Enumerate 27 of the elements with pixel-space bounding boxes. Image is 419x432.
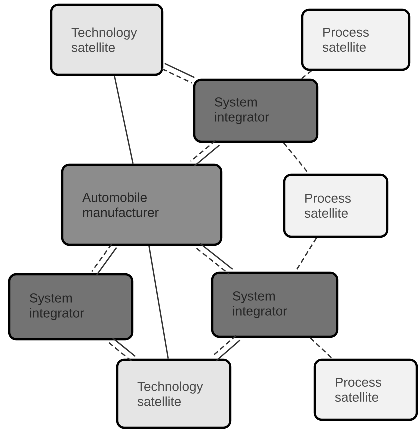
connector-line <box>108 342 132 362</box>
rounded-box: Automobile manufacturer <box>61 164 223 246</box>
rounded-box: System integrator <box>211 272 339 338</box>
connector-line <box>212 335 237 358</box>
rounded-box: Technology satellite <box>50 4 164 76</box>
connector-line <box>92 244 112 272</box>
connector-line <box>310 338 334 360</box>
rounded-box: Technology satellite <box>116 358 232 430</box>
connector-line <box>194 144 220 167</box>
connector-line <box>162 68 192 84</box>
rounded-box: Process satellite <box>283 174 389 238</box>
rounded-box: System integrator <box>8 273 134 341</box>
rounded-box: Process satellite <box>314 358 418 422</box>
connector-line <box>96 247 118 276</box>
connector-line <box>301 70 312 80</box>
rounded-box: System integrator <box>193 78 319 144</box>
connector-line <box>196 248 230 275</box>
connector-line <box>112 338 136 358</box>
connector-line <box>216 340 241 362</box>
connector-line <box>164 63 195 78</box>
connector-line <box>200 243 234 270</box>
connector-line <box>283 142 310 174</box>
rounded-box: Process satellite <box>301 8 411 72</box>
connector-line <box>295 238 318 272</box>
connector-line <box>148 246 170 359</box>
connector-line <box>190 140 216 162</box>
connector-line <box>114 76 134 164</box>
